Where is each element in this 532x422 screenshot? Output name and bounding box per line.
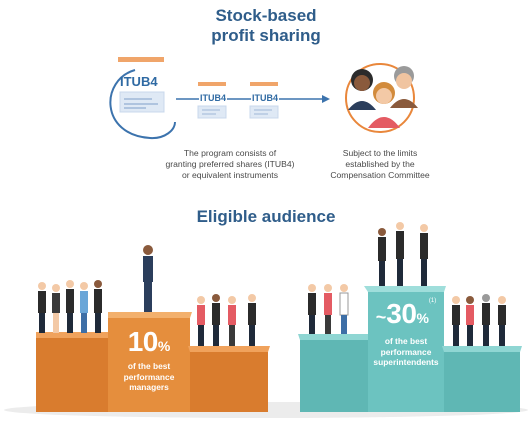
managers-podium bbox=[36, 312, 270, 412]
share-document-small-2-icon bbox=[249, 82, 279, 119]
superintendents-percentage: ~30% (1) bbox=[368, 298, 444, 330]
ticker-mid1-label: ITUB4 bbox=[199, 93, 228, 103]
eligible-audience-title: Eligible audience bbox=[196, 207, 336, 226]
superintendents-podium bbox=[298, 286, 522, 412]
managers-label: of the best performance managers bbox=[109, 361, 189, 393]
flow-arrow-head bbox=[322, 95, 330, 103]
superintendents-label-line3: superintendents bbox=[373, 357, 439, 367]
managers-label-line2: performance bbox=[123, 371, 175, 382]
managers-label-line1: of the best bbox=[127, 361, 171, 371]
profit-sharing-title-line1: Stock-based bbox=[215, 6, 317, 25]
superintendents-percent-value: 30 bbox=[386, 298, 417, 329]
superintendents-label-line2: performance bbox=[380, 346, 432, 357]
profit-sharing-title: Stock-based profit sharing bbox=[166, 6, 366, 46]
ticker-mid2-label: ITUB4 bbox=[251, 93, 280, 103]
profit-sharing-title-line2: profit sharing bbox=[211, 26, 321, 45]
superintendents-percent-sign: % bbox=[416, 310, 429, 326]
superintendents-people-icons bbox=[308, 222, 506, 346]
caption-left: The program consists of granting preferr… bbox=[150, 148, 310, 181]
superintendents-percent-prefix: ~ bbox=[375, 307, 387, 327]
shares-arc bbox=[109, 69, 176, 140]
superintendents-label-line1: of the best bbox=[384, 336, 428, 346]
managers-percent-sign: % bbox=[157, 338, 171, 354]
managers-percentage: 10% bbox=[109, 326, 189, 358]
managers-percent-value: 10 bbox=[127, 326, 159, 357]
caption-right-line2: established by the bbox=[345, 159, 415, 169]
profit-sharing-diagram bbox=[109, 57, 418, 140]
managers-label-line3: managers bbox=[129, 382, 169, 392]
superintendents-footnote: (1) bbox=[428, 298, 437, 304]
managers-people-icons bbox=[38, 245, 256, 346]
caption-right-line3: Compensation Committee bbox=[330, 170, 430, 180]
share-document-main-icon bbox=[118, 57, 165, 113]
employees-group-icon bbox=[345, 63, 418, 133]
share-document-small-1-icon bbox=[197, 82, 227, 119]
caption-right-line1: Subject to the limits bbox=[342, 148, 418, 158]
caption-left-line1: The program consists of bbox=[183, 148, 277, 158]
caption-left-line2: granting preferred shares (ITUB4) bbox=[165, 159, 295, 169]
caption-left-line3: or equivalent instruments bbox=[181, 170, 278, 180]
podiums-illustration bbox=[4, 222, 528, 418]
superintendents-label: of the best performance superintendents bbox=[368, 336, 444, 368]
caption-right: Subject to the limits established by the… bbox=[310, 148, 450, 181]
ticker-main-label: ITUB4 bbox=[120, 74, 158, 89]
